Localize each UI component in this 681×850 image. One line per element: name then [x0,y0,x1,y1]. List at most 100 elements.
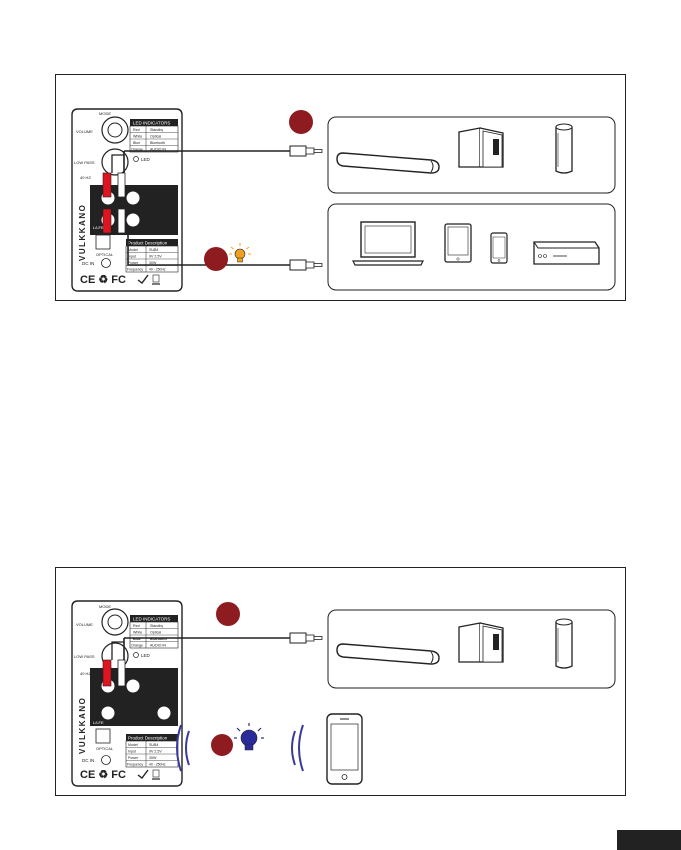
diagram-panel-wired: MODE VOLUME LOW PASS 40 HZ LED INDICATOR… [55,74,626,301]
product-row-value: 40 - 250Hz [149,763,166,767]
rohs-check-icon [137,274,149,284]
step-marker-dot [211,734,233,756]
product-description-table: Product Description Model SUB4 Input 9V … [125,239,179,273]
hz-label: 40 HZ [80,175,91,180]
led-row-color: Blue [133,637,141,641]
optical-port [95,234,111,250]
brand-logo: VULKKANO [78,204,87,261]
tv-box-icon [533,241,600,265]
led-table-title: LED INDICATORS [133,121,170,126]
led-row-state: Standby [150,624,163,628]
product-row-key: Input [128,750,136,754]
bookshelf-speakers-icon [458,622,504,663]
product-row-value: 30W [149,261,157,265]
mode-label: MODE [99,111,111,116]
led-row-state: AUDIO IN [150,644,166,648]
led-row-state: Bluetooth [150,141,165,145]
volume-label: VOLUME [76,129,93,134]
dc-in-label: DC IN [82,758,94,763]
volume-knob-inner [107,122,123,138]
output-devices-box [327,609,616,689]
optical-label: OPTICAL [96,746,114,751]
led-row-color: Blue [133,141,140,145]
bin-icon [152,769,160,778]
led-row-color: White [133,631,142,635]
product-description-table: Product Description Model SUB4 Input 9V … [125,734,179,768]
led-light-icon [133,156,139,162]
led-row-state: Optical [150,135,161,139]
product-row-value: 40 - 250Hz [149,268,166,272]
led-light-icon [133,652,139,658]
product-row-value: 9V 2.5V [149,255,162,259]
product-row-key: Frequency [127,763,143,767]
volume-knob-inner [107,614,123,630]
lr-pe-label: L/LFE [93,720,104,725]
product-row-value: 30W [149,756,157,760]
bookshelf-speakers-icon [458,127,504,168]
led-row-state: AUDIO IN [150,148,166,152]
diagram-panel-bluetooth: MODE VOLUME LOW PASS 40 HZ LED INDICATOR… [55,567,626,796]
product-row-value: 9V 2.5V [149,750,162,754]
dc-in-label: DC IN [82,261,94,266]
lr-pe-label: L/LFE [93,225,104,230]
product-row-key: Input [128,255,136,259]
led-indicator-table: LED INDICATORS Red Standby White Optical… [129,119,179,153]
led-table-title: LED INDICATORS [133,617,170,622]
soundbar-icon [336,643,440,665]
step-marker-dot [216,602,240,626]
smartphone-icon [326,713,363,785]
led-row-state: Optical [150,631,161,635]
product-description-title: Product Description [128,241,168,246]
volume-label: VOLUME [76,622,93,627]
product-row-key: Model [128,248,138,252]
bluetooth-wave-right-icon [291,724,304,772]
optical-label: OPTICAL [96,252,114,257]
led-row-state: Standby [150,128,163,132]
bin-icon [152,274,160,283]
led-label: LED [141,653,151,658]
bottom-cable [127,235,290,266]
red-rca-plug-icon [102,659,112,687]
led-row-color: Orange [131,644,143,648]
brand-logo: VULKKANO [78,697,87,754]
bluetooth-connection-diagram: MODE VOLUME LOW PASS 40 HZ LED INDICATOR… [71,600,616,787]
wired-connection-diagram: MODE VOLUME LOW PASS 40 HZ LED INDICATOR… [71,108,616,292]
low-pass-label: LOW PASS [74,160,95,165]
led-row-color: Red [133,624,140,628]
led-row-color: White [133,135,142,139]
product-row-key: Model [128,743,138,747]
white-rca-plug-icon [117,659,126,687]
low-pass-label: LOW PASS [74,654,95,659]
hz-label: 40 HZ [80,671,91,676]
tablet-icon [444,223,472,263]
orange-led-bulb-icon [229,243,251,263]
product-row-key: Frequency [127,268,143,272]
dc-in-port [101,258,111,268]
step-marker-dot [204,247,228,271]
step-marker-dot [289,110,313,134]
certification-marks: CE ♻ FC [80,274,126,286]
certification-marks: CE ♻ FC [80,769,126,781]
audio-jack-plug-icon [289,259,323,271]
white-rca-plug-icon [117,172,126,198]
white-rca-plug-icon [117,208,126,234]
audio-jack-plug-icon [289,632,323,644]
page-corner-tab [617,830,681,850]
dc-in-port [101,755,111,765]
optical-port [95,728,111,744]
product-row-value: SUB4 [149,248,158,252]
smartphone-icon [490,232,508,264]
rohs-check-icon [137,769,149,779]
audio-jack-plug-icon [289,145,323,157]
mode-label: MODE [99,604,111,609]
soundbar-icon [336,152,440,174]
led-label: LED [141,157,151,162]
blue-led-bulb-icon [234,723,264,751]
product-row-value: SUB4 [149,743,158,747]
product-row-key: Power [128,261,139,265]
led-indicator-table: LED INDICATORS Red Standby White Optical… [129,615,179,649]
led-row-state: Bluetooth [150,637,167,641]
product-description-title: Product Description [128,736,168,741]
output-devices-box [327,116,616,194]
red-rca-plug-icon [102,208,112,234]
